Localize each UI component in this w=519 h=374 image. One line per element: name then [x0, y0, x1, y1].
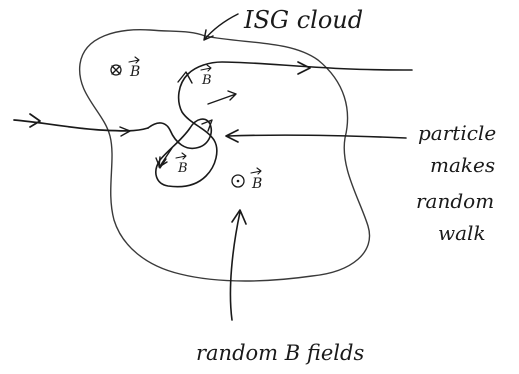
field-vector-a-label: B — [201, 73, 212, 88]
particle-label-line3: random — [416, 189, 494, 213]
isg-cloud-outline — [79, 29, 371, 282]
particle-label-line2: makes — [430, 153, 495, 177]
incoming-arrowhead — [29, 113, 41, 128]
walk-arrow-1 — [119, 126, 131, 137]
particle-label-line4: walk — [438, 221, 486, 245]
outgoing-arrowhead — [297, 61, 311, 75]
walk-arrow-3 — [177, 71, 193, 84]
field-vector-b: B — [158, 147, 188, 176]
field-out-of-page-label: B — [251, 176, 262, 192]
field-out-of-page-icon: B — [231, 167, 262, 192]
field-vector-a: B — [200, 64, 237, 105]
particle-pointer — [225, 129, 407, 143]
walk-arrow-2 — [155, 157, 167, 169]
field-into-page-icon: B — [110, 56, 140, 80]
fields-pointer — [229, 209, 247, 321]
field-vector-a-arrow — [207, 90, 237, 105]
field-vector-b-arrow — [158, 147, 173, 168]
field-vector-b-label: B — [177, 161, 188, 176]
field-into-page-label: B — [129, 64, 140, 80]
random-walk-path — [147, 61, 413, 188]
walk-arrow-4 — [201, 119, 213, 132]
fields-label: random B fields — [196, 341, 364, 365]
incoming-track — [13, 119, 149, 132]
isg-cloud-label: ISG cloud — [243, 6, 363, 34]
particle-label-line1: particle — [418, 121, 496, 145]
isg-cloud-pointer — [203, 13, 239, 41]
